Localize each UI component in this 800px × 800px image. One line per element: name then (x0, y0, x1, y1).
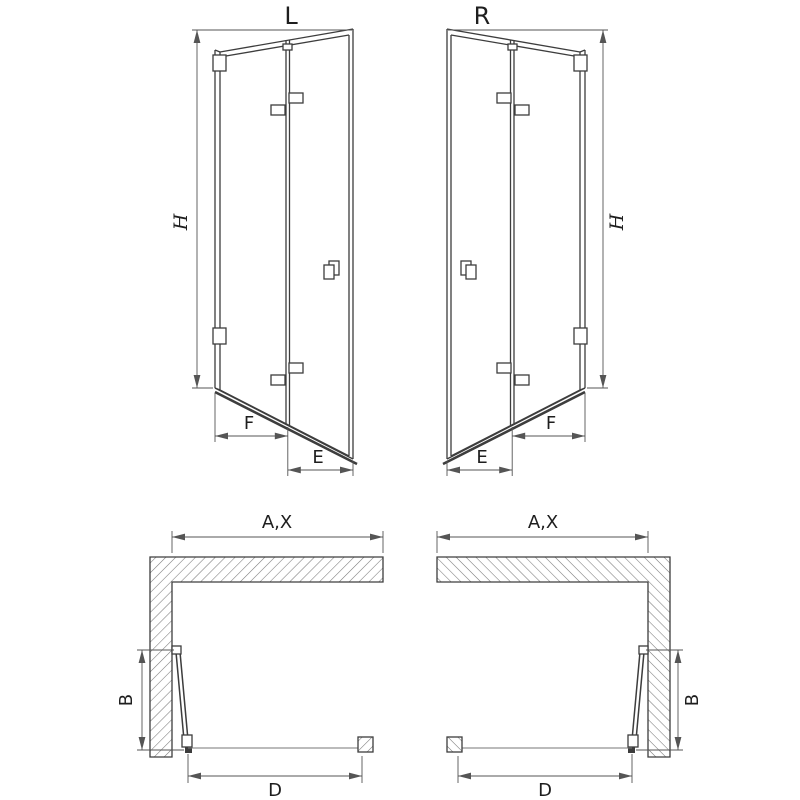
entry-dim-label-plan-left: D (268, 780, 282, 800)
width-dim-label-plan-right: A,X (528, 512, 558, 533)
height-dim-label-right: H (606, 213, 628, 231)
height-dim-label-left: H (170, 213, 192, 231)
depth-dim-label-plan-left: B (116, 694, 137, 706)
width-dim-label-plan-left: A,X (262, 512, 292, 533)
panel-e-dim-label-right: E (476, 447, 487, 468)
panel-f-dim-label-right: F (546, 413, 556, 434)
front-elevation-right (443, 29, 608, 476)
plan-view-left (137, 531, 383, 783)
front-elevation-left (192, 29, 357, 476)
variant-label-right: R (474, 2, 491, 30)
panel-e-dim-label-left: E (312, 447, 323, 468)
depth-dim-label-plan-right: B (682, 694, 703, 706)
panel-f-dim-label-left: F (244, 413, 254, 434)
plan-view-right (437, 531, 683, 783)
variant-label-left: L (284, 2, 298, 30)
entry-dim-label-plan-right: D (538, 780, 552, 800)
